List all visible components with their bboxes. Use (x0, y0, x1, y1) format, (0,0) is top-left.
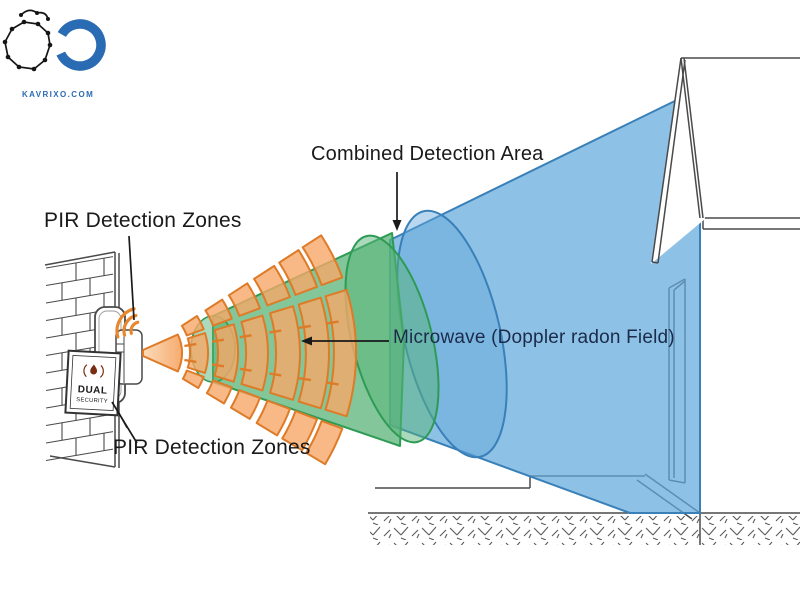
pir-zone-band-segment (301, 234, 344, 287)
label-pir-detection-zones-bottom: PIR Detection Zones (113, 436, 311, 459)
sign-line2: SECURITY (76, 397, 108, 405)
pir-bottom-pointer-line (111, 401, 138, 444)
rake-edge-lines (651, 57, 686, 264)
pir-zone-band-segment (281, 410, 318, 452)
pir-zone-tick (326, 320, 339, 325)
pir-zone-band-segment (253, 264, 291, 307)
pir-zone-tick (239, 367, 252, 372)
pir-zones (142, 234, 357, 466)
brick-line (45, 256, 114, 269)
label-pir-detection-zones-top: PIR Detection Zones (44, 209, 242, 232)
pir-zone-tick (239, 334, 252, 339)
pir-zone-tick (298, 377, 312, 382)
pir-zone-band-segment (180, 315, 205, 337)
pir-top-pointer-line (128, 235, 135, 321)
pir-zone-band-segment (229, 389, 261, 420)
brick-line (45, 291, 114, 304)
pir-zone-band-segment (297, 296, 330, 410)
sensor-head-lines (116, 331, 125, 383)
logo-mark (2, 9, 106, 72)
pir-zone-tick (211, 338, 225, 343)
logo-blue-ring-icon (54, 19, 106, 71)
pir-zone-band-segment (305, 419, 344, 466)
label-combined-detection-area: Combined Detection Area (311, 143, 544, 165)
pir-zone-tick (269, 372, 282, 377)
pir-zone-band-segment (213, 323, 239, 383)
pir-zone-tick (298, 324, 312, 329)
pir-zone-band-segment (205, 379, 233, 405)
pir-zone-tick (269, 329, 282, 334)
flame-icon (83, 364, 104, 378)
pir-zone-band-segment (204, 298, 233, 327)
device-sign: DUAL SECURITY (64, 349, 122, 417)
brick-line (45, 273, 114, 287)
roof-slope-lines (680, 57, 704, 219)
pir-zone-band-segment (181, 369, 205, 389)
annotation-pointers (111, 172, 402, 444)
brand-url-text: KAVRIXO.COM (22, 90, 95, 99)
roof-lines (651, 57, 800, 264)
pir-first-wedge (142, 333, 184, 373)
combined-arrowhead (392, 220, 402, 231)
label-microwave-doppler-field: Microwave (Doppler radon Field) (393, 327, 675, 348)
sign-line1: DUAL (77, 384, 107, 397)
brick-line (45, 448, 114, 462)
pir-zone-tick (184, 358, 197, 364)
pir-zone-bands (180, 234, 357, 466)
sign-plate-inner (69, 354, 117, 412)
eave-lines (702, 217, 800, 230)
ground-hatch (370, 516, 800, 545)
pir-zone-tick (326, 381, 339, 386)
brick-line (45, 431, 114, 444)
pir-zone-tick (184, 342, 197, 348)
pir-zone-band-segment (269, 305, 301, 401)
pir-zone-band-segment (186, 332, 209, 374)
pir-zone-tick (211, 363, 225, 368)
pir-zone-band-segment (278, 249, 318, 296)
pir-zone-band-segment (227, 282, 261, 317)
sign-plate (64, 349, 122, 417)
logo-network-ring-icon (2, 9, 53, 72)
pir-zone-band-segment (255, 399, 291, 437)
microwave-arrowhead (301, 336, 312, 346)
brick-line (45, 413, 114, 427)
pir-zone-band-segment (240, 314, 269, 392)
